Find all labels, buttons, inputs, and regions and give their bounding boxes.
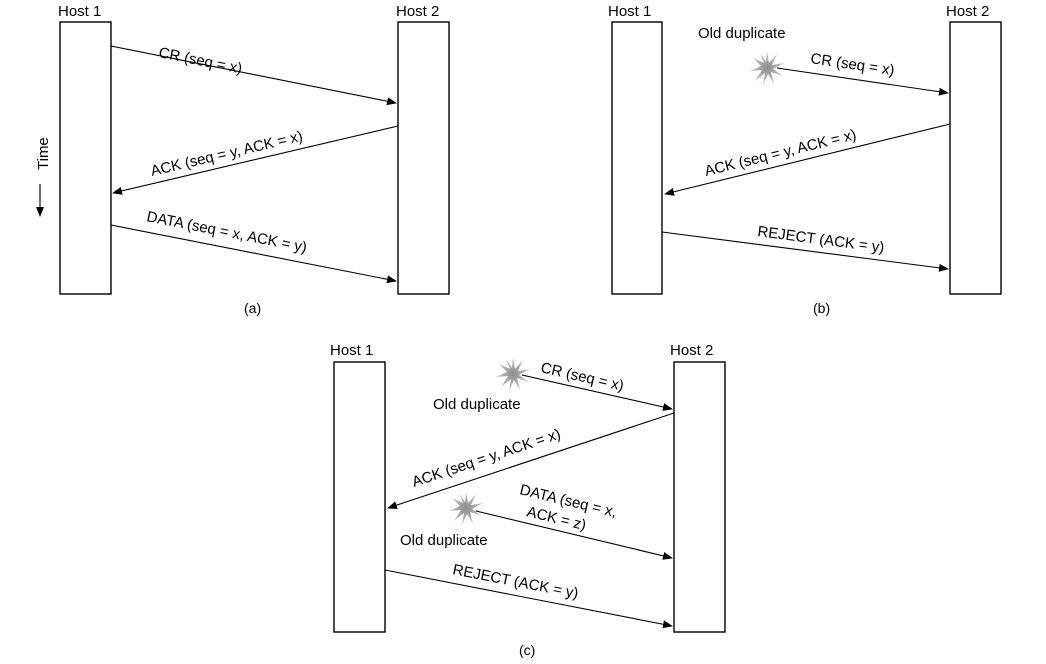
panel-c-reject-label: REJECT (ACK = y) <box>451 561 580 602</box>
panel-c-ack-arrow <box>387 412 675 509</box>
panel-a-host2-timeline <box>397 21 450 295</box>
panel-a: Host 1 Host 2 Time CR (seq = x) ACK (seq… <box>35 3 450 316</box>
panel-b-reject-label: REJECT (ACK = y) <box>756 223 885 256</box>
panel-c-data-arrow <box>475 510 673 560</box>
panel-c-cr-label: CR (seq = x) <box>539 359 625 394</box>
panel-b-old-duplicate-label: Old duplicate <box>698 25 786 42</box>
panel-c-host2-timeline <box>673 361 726 633</box>
panel-b-caption: (b) <box>813 300 830 316</box>
panel-a-cr-arrow <box>110 45 397 106</box>
panel-b-host2-label: Host 2 <box>946 3 989 20</box>
panel-c-host1-timeline <box>333 361 386 633</box>
panel-a-host1-timeline <box>59 21 112 295</box>
panel-c-cr-arrow <box>521 374 673 411</box>
time-label: Time <box>35 137 52 170</box>
panel-b-ack-arrow <box>664 123 951 196</box>
starburst-icon <box>449 491 483 525</box>
panel-a-cr-label: CR (seq = x) <box>157 44 243 77</box>
panel-a-host2-label: Host 2 <box>396 3 439 20</box>
panel-a-host1-label: Host 1 <box>58 3 101 20</box>
starburst-icon <box>496 357 530 391</box>
starburst-shape <box>750 51 784 85</box>
panel-b-ack-label: ACK (seq = y, ACK = x) <box>703 126 858 180</box>
starburst-shape <box>496 357 530 391</box>
starburst-shape <box>449 491 483 525</box>
panel-c-old-duplicate-label-2: Old duplicate <box>400 532 488 549</box>
starburst-icon <box>750 51 784 85</box>
panel-b-host1-timeline <box>611 21 663 295</box>
panel-c-reject-arrow <box>384 569 673 629</box>
panel-a-ack-arrow <box>112 125 399 195</box>
panel-b-host2-timeline <box>949 21 1002 295</box>
panel-b-cr-arrow <box>776 67 949 96</box>
panel-b-reject-arrow <box>661 231 949 272</box>
panel-a-caption: (a) <box>244 300 261 316</box>
time-indicator: Time <box>35 137 52 217</box>
panel-a-data-label: DATA (seq = x, ACK = y) <box>145 208 308 256</box>
panel-c-host2-label: Host 2 <box>670 342 713 359</box>
panel-b: Host 1 Host 2 Old duplicate CR (seq = x)… <box>608 3 1002 316</box>
panel-a-data-arrow <box>110 224 397 284</box>
panel-c-ack-label: ACK (seq = y, ACK = x) <box>410 426 563 491</box>
panel-c-host1-label: Host 1 <box>330 342 373 359</box>
panel-b-host1-label: Host 1 <box>608 3 651 20</box>
panel-c-caption: (c) <box>519 642 535 658</box>
panel-c: Host 1 Host 2 Old duplicate CR (seq = x)… <box>330 342 726 658</box>
panel-c-old-duplicate-label-1: Old duplicate <box>433 396 521 413</box>
